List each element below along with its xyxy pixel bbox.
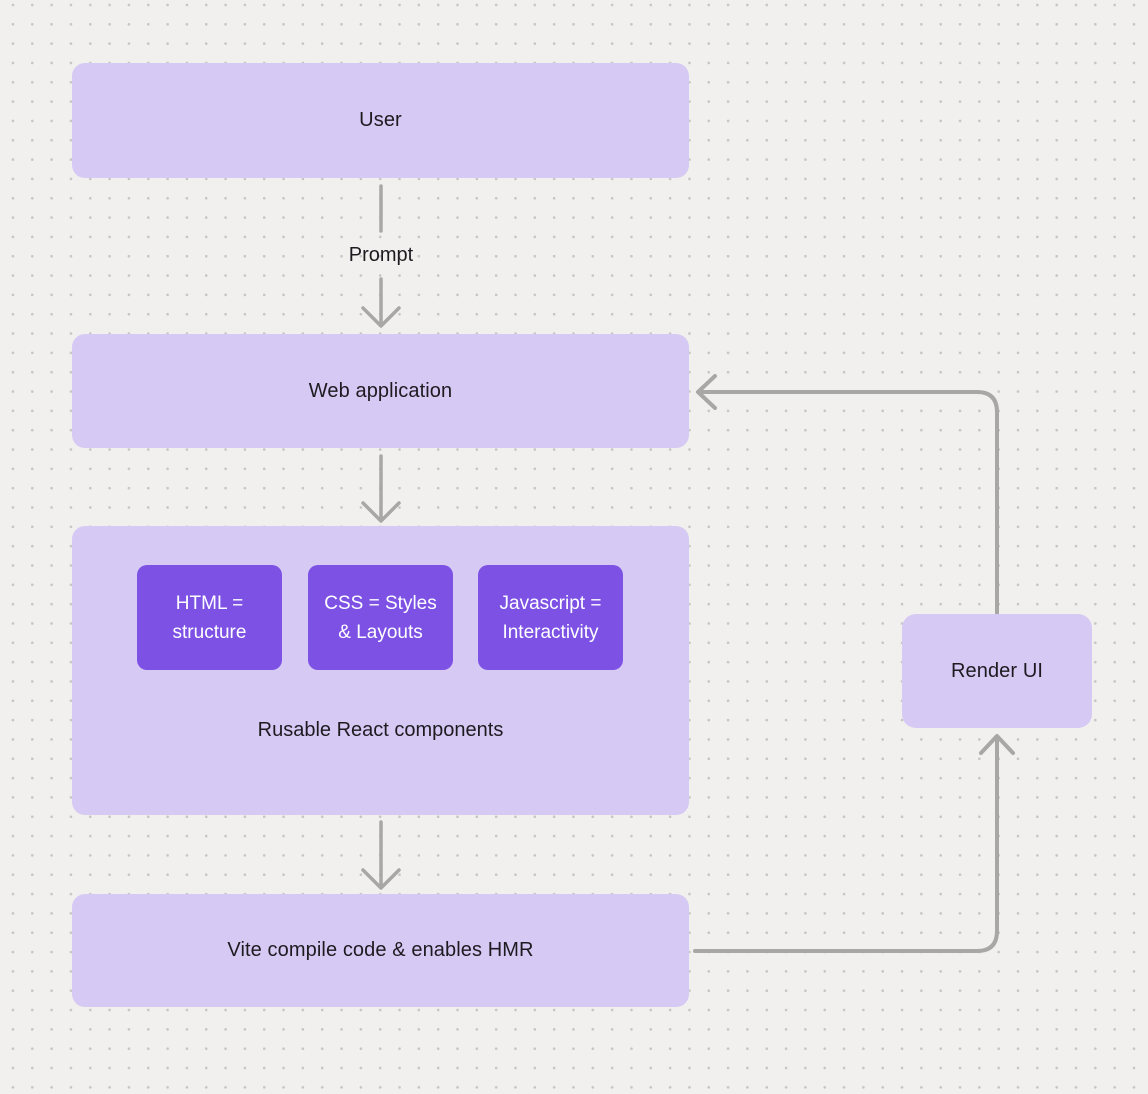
- css-node-line2: & Layouts: [338, 621, 423, 643]
- connector-renderui-to-webapp-line: [697, 390, 999, 616]
- connector-vite-to-renderui-line: [693, 735, 999, 953]
- css-node[interactable]: CSS = Styles & Layouts: [308, 565, 453, 670]
- vite-node[interactable]: Vite compile code & enables HMR: [72, 894, 689, 1007]
- user-node-label: User: [359, 109, 402, 131]
- javascript-node-line1: Javascript =: [499, 592, 602, 614]
- render-ui-node[interactable]: Render UI: [902, 614, 1092, 728]
- user-node[interactable]: User: [72, 63, 689, 178]
- arrow-components-to-vite-head: [361, 868, 401, 890]
- arrow-prompt-to-webapp-head: [361, 306, 401, 328]
- arrow-webapp-to-components-head: [361, 501, 401, 523]
- components-group-label: Rusable React components: [257, 719, 504, 741]
- html-node[interactable]: HTML = structure: [137, 565, 282, 670]
- css-node-line1: CSS = Styles: [324, 592, 437, 614]
- javascript-node-line2: Interactivity: [502, 621, 599, 643]
- vite-node-label: Vite compile code & enables HMR: [227, 939, 534, 961]
- html-node-line1: HTML =: [175, 592, 244, 614]
- html-node-line2: structure: [172, 621, 247, 643]
- web-application-node-label: Web application: [308, 379, 453, 402]
- render-ui-node-label: Render UI: [950, 659, 1044, 682]
- connector-renderui-to-webapp-head: [696, 374, 717, 410]
- prompt-edge-label: Prompt: [348, 244, 414, 266]
- connector-vite-to-renderui-head: [979, 734, 1015, 755]
- web-application-node[interactable]: Web application: [72, 334, 689, 448]
- javascript-node[interactable]: Javascript = Interactivity: [478, 565, 623, 670]
